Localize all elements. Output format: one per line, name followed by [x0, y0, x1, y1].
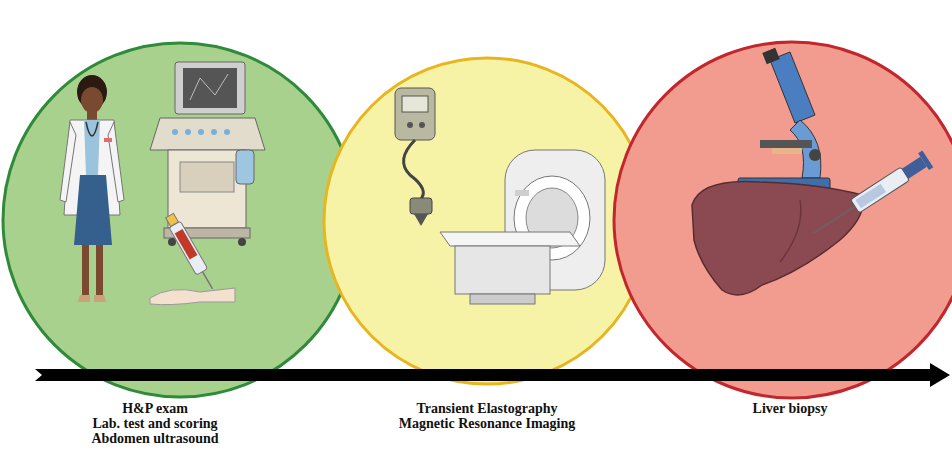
- doctor-figure: [60, 75, 124, 302]
- stage-label: H&P exam: [122, 401, 188, 417]
- red-stage-circle: [614, 42, 952, 398]
- ultrasound-machine: [150, 62, 265, 246]
- yellow-stage-circle: [324, 58, 650, 384]
- timeline-arrow: [35, 363, 950, 387]
- elastography-probe: [395, 88, 435, 226]
- green-stage-circle: [3, 43, 357, 397]
- stage-label: Abdomen ultrasound: [91, 431, 218, 447]
- liver-organ: [692, 181, 863, 294]
- stage-label: Lab. test and scoring: [92, 416, 217, 432]
- stage-label: Transient Elastography: [417, 401, 558, 417]
- stage-label: Magnetic Resonance Imaging: [399, 416, 576, 432]
- stage-label: Liver biopsy: [753, 401, 828, 417]
- microscope: [738, 48, 830, 190]
- blood-draw-syringe: [150, 212, 235, 304]
- biopsy-syringe: [807, 151, 933, 242]
- mri-scanner: [440, 150, 605, 304]
